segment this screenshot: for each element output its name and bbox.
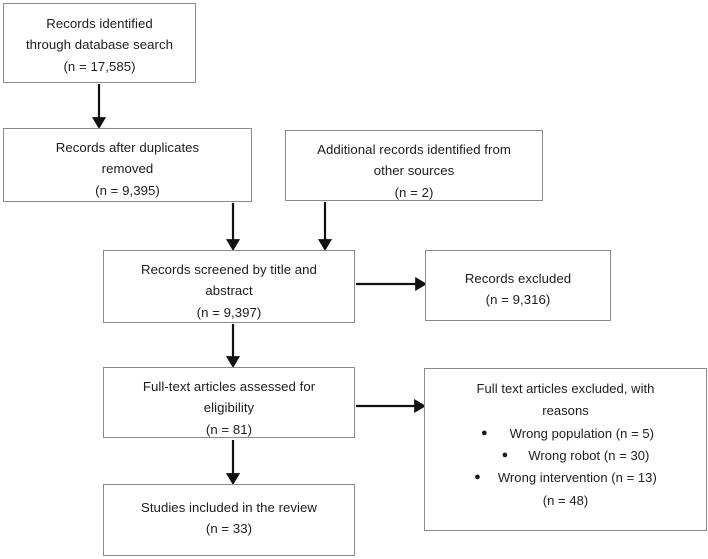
node-count: (n = 33) — [205, 521, 253, 537]
list-item: ● Wrong intervention (n = 13) — [425, 467, 706, 489]
node-text-line: Full-text articles assessed for — [142, 379, 316, 394]
node-count: (n = 9,397) — [196, 304, 262, 320]
node-studies-included-in-review: Studies included in the review (n = 33) — [103, 484, 355, 556]
node-text-line: Records identified — [46, 16, 153, 31]
node-records-excluded: Records excluded (n = 9,316) — [425, 250, 611, 321]
node-text-line: abstract — [205, 283, 253, 299]
node-fulltext-articles-excluded-with-reasons: Full text articles excluded, with reason… — [424, 368, 707, 531]
node-records-identified: Records identified through database sear… — [3, 3, 196, 83]
node-count: (n = 81) — [205, 421, 253, 437]
node-text-line: removed — [101, 161, 154, 177]
bullet-icon: ● — [474, 471, 481, 484]
list-item: ● Wrong robot (n = 30) — [415, 445, 708, 467]
node-count: (n = 9,316) — [485, 292, 551, 308]
node-records-screened: Records screened by title and abstract (… — [103, 250, 355, 323]
node-count: (n = 2) — [394, 184, 434, 200]
node-fulltext-articles-assessed: Full-text articles assessed for eligibil… — [103, 367, 355, 438]
node-text-line: Full text articles excluded, with — [476, 381, 655, 396]
list-item-label: Wrong robot (n = 30) — [528, 448, 650, 464]
node-additional-records-other-sources: Additional records identified from other… — [285, 130, 543, 201]
list-item-label: Wrong intervention (n = 13) — [497, 470, 657, 486]
node-records-after-duplicates-removed: Records after duplicates removed (n = 9,… — [3, 128, 252, 202]
node-text-line: Records after duplicates — [55, 140, 200, 155]
bullet-icon: ● — [501, 449, 509, 462]
node-text-line: Records excluded — [464, 271, 572, 286]
bullet-icon: ● — [480, 426, 488, 439]
node-text-line: Records screened by title and — [141, 262, 317, 277]
node-count: (n = 17,585) — [63, 58, 136, 74]
node-text-line: Additional records identified from — [317, 142, 511, 157]
list-item: ● Wrong population (n = 5) — [423, 423, 708, 445]
node-count: (n = 9,395) — [95, 182, 160, 198]
node-text-line: through database search — [25, 37, 174, 53]
node-text-line: reasons — [542, 403, 589, 419]
node-text-line: other sources — [373, 163, 455, 179]
node-text-line: Studies included in the review — [141, 500, 317, 515]
node-text-line: eligibility — [203, 400, 255, 416]
node-count: (n = 48) — [542, 492, 589, 508]
list-item-label: Wrong population (n = 5) — [509, 425, 655, 441]
